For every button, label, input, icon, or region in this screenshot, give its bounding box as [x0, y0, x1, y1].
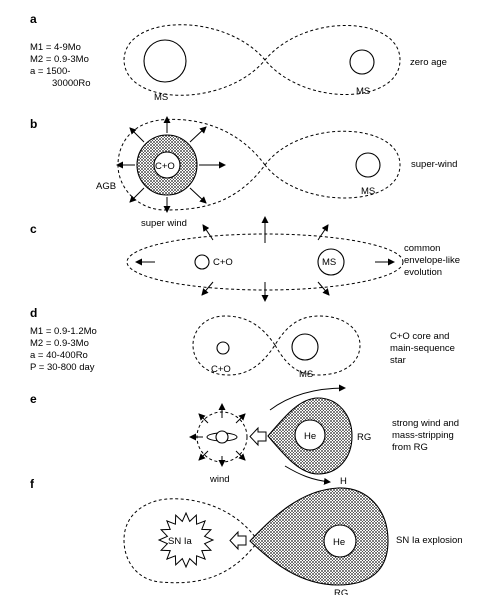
panel-a-roche-lobes	[123, 24, 401, 96]
panel-d-param: P = 30-800 day	[30, 362, 95, 373]
panel-b-core-label: C+O	[155, 161, 175, 172]
panel-d-description-line: main-sequence	[390, 343, 455, 354]
panel-e-he-core	[294, 419, 326, 451]
panel-b-roche-lobes	[116, 116, 401, 213]
panel-e-core-label: He	[304, 431, 316, 442]
panel-f-sn-label: SN Ia	[168, 536, 192, 547]
panel-d-description-line: star	[390, 355, 406, 366]
panel-f-description: SN Ia explosion	[396, 535, 463, 546]
panel-b-description: super-wind	[411, 159, 458, 170]
panel-a-param: 30000Ro	[52, 78, 91, 89]
panel-b-letter: b	[30, 117, 38, 131]
panel-d-co-core	[216, 341, 230, 355]
panel-a-right-label: MS	[356, 86, 370, 97]
panel-b-secondary-star	[355, 152, 381, 178]
panel-e-giant-label: RG	[357, 432, 371, 443]
panel-b-agb-label: AGB	[96, 181, 116, 192]
panel-d-right-label: MS	[299, 369, 313, 380]
panel-f-red-giant	[249, 487, 389, 586]
panel-b-co-core	[153, 151, 181, 179]
panel-d-param: M1 = 0.9-1.2Mo	[30, 326, 97, 337]
panel-a-left-label: MS	[154, 92, 168, 103]
panel-b-wind-label: super wind	[141, 218, 187, 229]
panel-e-letter: e	[30, 392, 37, 406]
panel-d-left-label: C+O	[211, 364, 231, 375]
panel-e-description-line: from RG	[392, 442, 428, 453]
panel-c-ms-star	[317, 248, 345, 276]
panel-a-letter: a	[30, 12, 37, 26]
panel-b-right-label: MS	[361, 186, 375, 197]
panel-d-param: M2 = 0.9-3Mo	[30, 338, 89, 349]
panel-d-roche-lobes	[192, 315, 361, 376]
panel-c-left-label: C+O	[213, 257, 233, 268]
panel-f-mass-transfer-arrow	[229, 530, 247, 551]
panel-f-h-label: H	[340, 476, 347, 487]
panel-f-giant-label: RG	[334, 588, 348, 595]
panel-c-outflow-arrows	[135, 216, 395, 302]
panel-d-ms-star	[291, 333, 319, 361]
panel-d-description-line: C+O core and	[390, 331, 450, 342]
panel-c-description-line: envelope-like	[404, 255, 460, 266]
panel-c-description-line: evolution	[404, 267, 443, 278]
panel-f-system	[123, 487, 389, 586]
panel-a-description: zero age	[410, 57, 447, 68]
panel-c-common-envelope	[126, 216, 404, 302]
panel-e-description-line: strong wind and	[392, 418, 460, 429]
panel-e-description-line: mass-stripping	[392, 430, 454, 441]
panel-a-param: M1 = 4-9Mo	[30, 42, 81, 53]
panel-e-mass-transfer-arrow	[249, 426, 267, 447]
panel-f-core-label: He	[333, 537, 345, 548]
panel-e-white-dwarf	[215, 430, 229, 444]
panel-e-wind-arrows	[189, 403, 246, 467]
panel-d-letter: d	[30, 306, 38, 320]
panel-d-param: a = 40-400Ro	[30, 350, 88, 361]
panel-b-wind-arrows	[116, 116, 226, 213]
panel-e-system	[189, 384, 353, 485]
panel-f-supernova-burst	[157, 511, 215, 569]
panel-a-param: M2 = 0.9-3Mo	[30, 54, 89, 65]
panel-a-secondary-star	[349, 49, 375, 75]
panel-f-he-core	[323, 524, 357, 558]
panel-c-letter: c	[30, 222, 37, 236]
panel-a-param: a = 1500-	[30, 66, 71, 77]
panel-c-co-core	[194, 254, 210, 270]
panel-e-wind-label: wind	[209, 474, 230, 485]
panel-a-primary-star	[143, 39, 187, 83]
panel-c-right-label: MS	[322, 257, 336, 268]
panel-f-letter: f	[30, 477, 34, 491]
panel-c-description-line: common	[404, 243, 441, 254]
